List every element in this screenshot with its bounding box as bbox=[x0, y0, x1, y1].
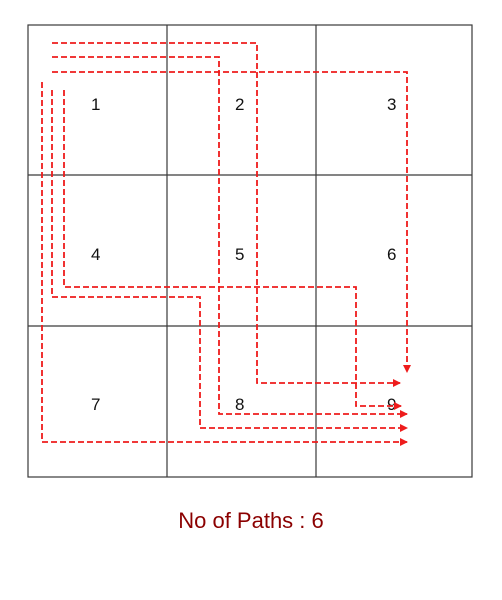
cell-label-2: 2 bbox=[235, 95, 244, 114]
cell-label-7: 7 bbox=[91, 395, 100, 414]
path-1 bbox=[52, 42, 401, 387]
cell-labels: 1 2 3 4 5 6 7 8 9 bbox=[91, 95, 396, 414]
path-2 bbox=[52, 71, 411, 373]
path-4 bbox=[63, 90, 402, 410]
path-diagram: 1 2 3 4 5 6 7 8 9 bbox=[27, 24, 473, 478]
paths-count-caption: No of Paths : 6 bbox=[178, 508, 324, 533]
paths bbox=[41, 42, 411, 446]
cell-label-6: 6 bbox=[387, 245, 396, 264]
cell-label-9: 9 bbox=[387, 395, 396, 414]
cell-label-4: 4 bbox=[91, 245, 100, 264]
path-5 bbox=[51, 90, 408, 432]
cell-label-8: 8 bbox=[235, 395, 244, 414]
grid-border bbox=[27, 24, 473, 478]
grid bbox=[27, 24, 473, 478]
cell-label-5: 5 bbox=[235, 245, 244, 264]
cell-label-3: 3 bbox=[387, 95, 396, 114]
path-3 bbox=[52, 56, 408, 418]
cell-label-1: 1 bbox=[91, 95, 100, 114]
path-6 bbox=[41, 82, 408, 446]
